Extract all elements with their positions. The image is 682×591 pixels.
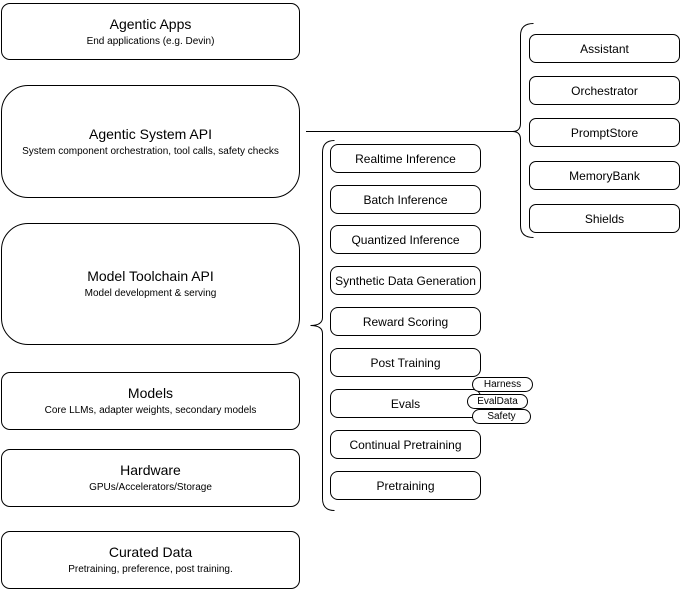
box-hardware: Hardware GPUs/Accelerators/Storage — [1, 449, 300, 507]
pill-harness: Harness — [472, 377, 533, 392]
pill-safety: Safety — [472, 409, 531, 424]
box-memorybank: MemoryBank — [529, 161, 680, 190]
box-label: Shields — [584, 211, 625, 226]
box-agentic-system-api: Agentic System API System component orch… — [1, 85, 300, 198]
box-label: Orchestrator — [571, 83, 638, 98]
box-synthetic-data-generation: Synthetic Data Generation — [330, 266, 481, 295]
box-label: Pretraining — [376, 478, 435, 493]
box-shields: Shields — [529, 204, 680, 233]
box-models: Models Core LLMs, adapter weights, secon… — [1, 372, 300, 430]
box-curated-data: Curated Data Pretraining, preference, po… — [1, 531, 300, 589]
box-title: Model Toolchain API — [87, 268, 214, 284]
box-subtitle: System component orchestration, tool cal… — [22, 145, 279, 157]
box-pretraining: Pretraining — [330, 471, 481, 500]
pill-label: Harness — [483, 379, 522, 390]
box-label: Reward Scoring — [362, 314, 449, 329]
box-label: MemoryBank — [569, 168, 640, 183]
box-subtitle: Core LLMs, adapter weights, secondary mo… — [44, 405, 257, 416]
pill-label: Safety — [487, 411, 516, 422]
box-realtime-inference: Realtime Inference — [330, 144, 481, 173]
box-label: Continual Pretraining — [349, 437, 462, 452]
box-orchestrator: Orchestrator — [529, 76, 680, 105]
box-subtitle: End applications (e.g. Devin) — [86, 35, 215, 47]
box-reward-scoring: Reward Scoring — [330, 307, 481, 336]
box-label: Batch Inference — [363, 192, 448, 207]
box-subtitle: Model development & serving — [84, 288, 217, 299]
box-label: Realtime Inference — [355, 151, 456, 166]
box-continual-pretraining: Continual Pretraining — [330, 430, 481, 459]
box-subtitle: Pretraining, preference, post training. — [68, 564, 233, 575]
box-label: PromptStore — [570, 125, 639, 140]
box-title: Agentic System API — [89, 125, 212, 142]
box-quantized-inference: Quantized Inference — [330, 225, 481, 254]
box-agentic-apps: Agentic Apps End applications (e.g. Devi… — [1, 3, 300, 60]
box-label: Assistant — [580, 41, 629, 56]
box-title: Agentic Apps — [109, 15, 192, 32]
pill-label: EvalData — [477, 396, 518, 407]
box-label: Post Training — [370, 355, 441, 370]
box-title: Models — [127, 385, 174, 401]
box-batch-inference: Batch Inference — [330, 185, 481, 214]
box-assistant: Assistant — [529, 34, 680, 63]
box-promptstore: PromptStore — [529, 118, 680, 147]
box-title: Curated Data — [108, 544, 193, 560]
box-subtitle: GPUs/Accelerators/Storage — [89, 482, 212, 493]
box-evals: Evals — [330, 389, 481, 418]
box-model-toolchain-api: Model Toolchain API Model development & … — [1, 223, 300, 345]
box-title: Hardware — [120, 462, 181, 478]
pill-evaldata: EvalData — [467, 394, 528, 409]
box-label: Synthetic Data Generation — [335, 273, 476, 288]
box-label: Quantized Inference — [351, 232, 460, 247]
box-post-training: Post Training — [330, 348, 481, 377]
box-label: Evals — [390, 396, 421, 411]
